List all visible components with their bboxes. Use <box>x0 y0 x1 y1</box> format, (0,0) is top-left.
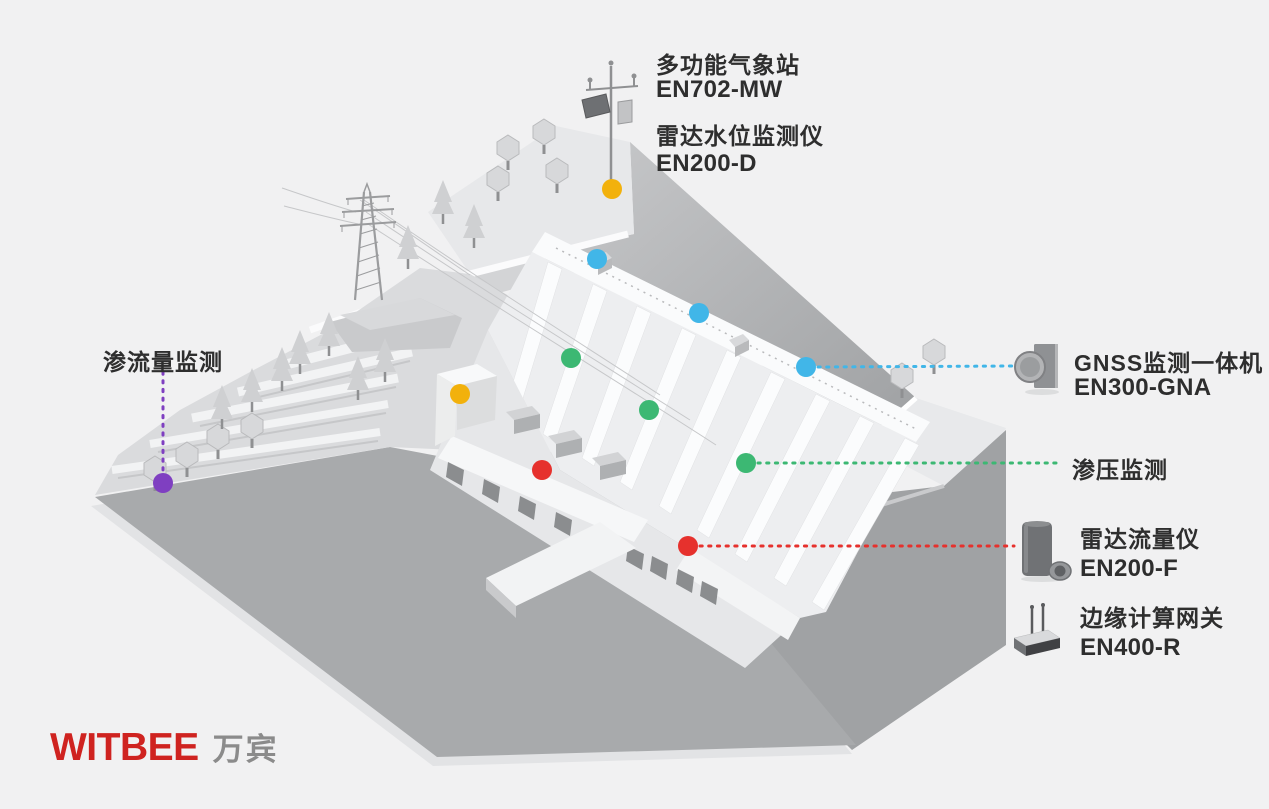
leader-lines <box>161 364 1060 548</box>
tailrace-deck <box>438 436 648 542</box>
weather-station-model: EN702-MW <box>656 76 783 103</box>
brand-name: WITBEE <box>50 726 199 769</box>
gnss-label: GNSS监测一体机 <box>1074 350 1264 376</box>
flow-marker-2 <box>678 536 698 556</box>
weather-station-icon <box>581 60 639 186</box>
radar-flow-meter-icon <box>1021 521 1072 582</box>
edge-gateway-label: 边缘计算网关 <box>1080 605 1224 631</box>
edge-gateway-model: EN400-R <box>1080 634 1181 661</box>
seepage-pressure-marker-2 <box>639 400 659 420</box>
gnss-device-icon <box>1014 344 1059 395</box>
seepage-pressure-label: 渗压监测 <box>1072 457 1168 483</box>
spillway-wall <box>676 548 800 640</box>
seepage-pressure-marker-1 <box>561 348 581 368</box>
terrace-shadow <box>157 412 387 453</box>
transformer <box>506 406 626 480</box>
flow-marker-1 <box>532 460 552 480</box>
weather-station-label: 多功能气象站 <box>656 52 800 78</box>
powerhouse-marker <box>450 384 470 404</box>
crest-rail <box>555 247 919 431</box>
water-level-station-marker <box>602 179 622 199</box>
dam-crest-marker-2 <box>689 303 709 323</box>
dam-crest-marker-1 <box>587 249 607 269</box>
pylon-plateau-top <box>340 298 455 330</box>
radar-flow-model: EN200-F <box>1080 555 1179 582</box>
seepage-flow-marker <box>153 473 173 493</box>
sensor-markers <box>153 179 816 556</box>
terrace-curb <box>149 400 389 448</box>
seepage-pressure-marker-3 <box>736 453 756 473</box>
edge-gateway-router-icon <box>1013 603 1061 656</box>
brand-logo: WITBEE 万宾 <box>50 724 279 770</box>
gnss-model: EN300-GNA <box>1074 374 1212 401</box>
seepage-flow-label: 渗流量监测 <box>103 349 223 375</box>
transmission-pylon <box>339 181 397 301</box>
jetty <box>486 522 636 618</box>
water-level-label: 雷达水位监测仪 <box>656 123 824 149</box>
tailwater-top <box>95 447 856 757</box>
terrace-shadow <box>199 386 397 427</box>
radar-flow-label: 雷达流量仪 <box>1080 526 1200 552</box>
reservoir-water <box>566 142 916 444</box>
brand-cjk-name: 万宾 <box>212 732 279 767</box>
water-level-model: EN200-D <box>656 150 757 177</box>
gnss-leader <box>816 364 1014 369</box>
gnss-marker <box>796 357 816 377</box>
conifer-trees <box>211 180 485 429</box>
dam-crest <box>532 232 930 442</box>
